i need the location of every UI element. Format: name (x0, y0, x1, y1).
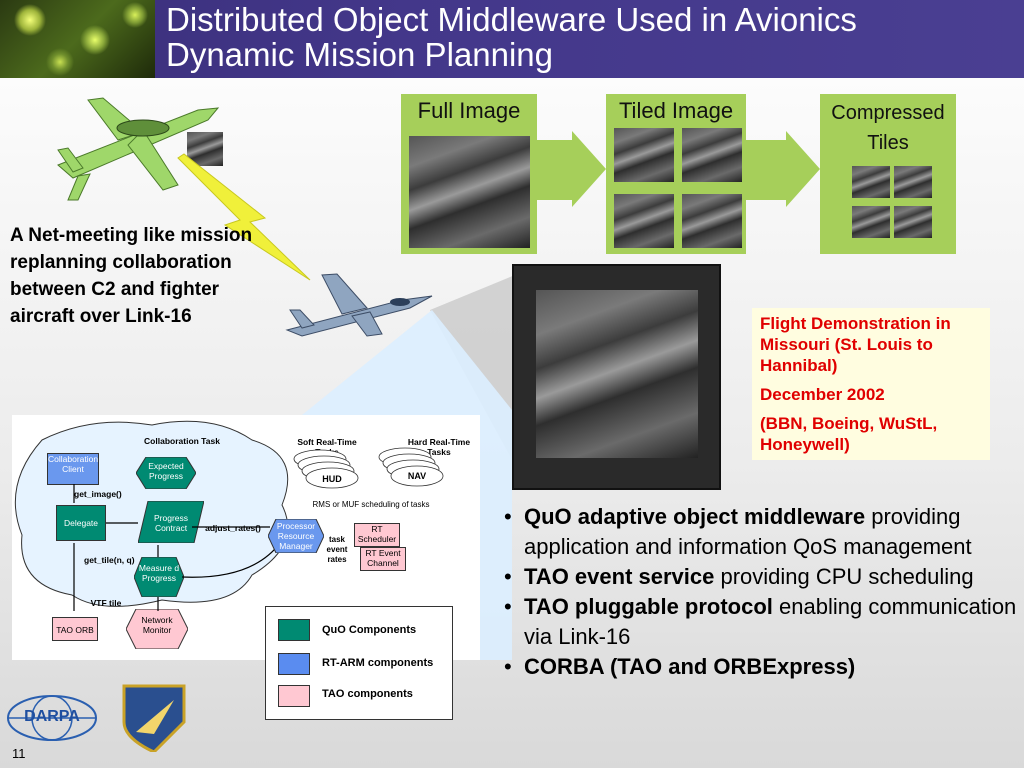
bullet-item: TAO event service providing CPU scheduli… (502, 562, 1017, 592)
slide-title: Distributed Object Middleware Used in Av… (166, 2, 1016, 72)
tao-orb-box: TAO ORB (52, 617, 98, 641)
slide-title-line1: Distributed Object Middleware Used in Av… (166, 1, 857, 38)
flight-box-line2: December 2002 (760, 385, 885, 404)
tile-3 (614, 194, 674, 248)
bullet-text: providing application and information Qo… (524, 504, 972, 559)
full-image-photo (409, 136, 530, 248)
cockpit-display (512, 264, 721, 490)
full-image-label: Full Image (417, 98, 521, 123)
arrow-right-icon-2 (786, 131, 820, 207)
bullet-bold: QuO adaptive object middleware (524, 504, 866, 529)
legend: QuO Components RT-ARM components TAO com… (265, 606, 453, 720)
bullet-item: QuO adaptive object middleware providing… (502, 502, 1017, 562)
vtf-tile-label: VTF tile (90, 598, 122, 608)
title-bar (0, 0, 1024, 78)
network-monitor-label: Network Monitor (141, 615, 173, 635)
full-image-panel: Full Image (401, 94, 537, 254)
measured-progress-shape (134, 557, 184, 597)
legend-swatch-quo (278, 619, 310, 641)
nav-label: NAV (407, 471, 427, 481)
link16-lightning-icon (177, 153, 311, 281)
hud-label: HUD (322, 474, 342, 484)
compressed-tiles-panel: Compressed Tiles (820, 94, 956, 254)
hard-rt-label: Hard Real-Time Tasks (407, 437, 471, 457)
flight-demonstration-box: Flight Demonstration in Missouri (St. Lo… (752, 308, 990, 460)
bullet-item: TAO pluggable protocol enabling communic… (502, 592, 1017, 652)
expected-progress-shape (136, 457, 196, 489)
task-event-rates-label: task event rates (326, 535, 348, 564)
processor-rm-label: Processor Resource Manager (276, 521, 316, 551)
processor-rm-shape (268, 519, 324, 553)
compressed-tile-3 (852, 206, 890, 238)
rt-event-channel-box: RT Event Channel (360, 547, 406, 571)
arrow-right-icon-1 (572, 131, 606, 207)
fighter-aircraft-image (285, 273, 433, 337)
bullet-bold: CORBA (TAO and ORBExpress) (524, 654, 856, 679)
delegate-box: Delegate (56, 505, 106, 541)
bullet-list: QuO adaptive object middleware providing… (502, 502, 1017, 682)
network-monitor-shape (126, 609, 188, 649)
legend-label-tao: TAO components (322, 688, 413, 700)
progress-contract-label: Progress Contract (153, 513, 188, 533)
get-image-label: get_image() (74, 489, 122, 499)
bullet-text: enabling communication via Link-16 (524, 594, 1017, 649)
compressed-label-line1: Compressed (831, 102, 945, 124)
bullet-bold: TAO pluggable protocol (524, 594, 773, 619)
page-number: 11 (12, 746, 26, 761)
legend-swatch-rtarm (278, 653, 310, 675)
awacs-thumbnail-image (187, 132, 223, 166)
legend-label-rtarm: RT-ARM components (322, 657, 434, 669)
expected-progress-label: Expected Progress (148, 461, 184, 481)
flight-box-line3: (BBN, Boeing, WuStL, Honeywell) (760, 414, 938, 454)
compressed-tiles-label: Compressed Tiles (820, 98, 956, 158)
awacs-aircraft-image (57, 97, 220, 201)
lead-text: A Net-meeting like mission replanning co… (10, 225, 253, 327)
legend-swatch-tao (278, 685, 310, 707)
arrow-stem-1 (536, 140, 572, 200)
cockpit-display-screen (536, 290, 698, 458)
title-decorative-image (0, 0, 155, 78)
collaboration-client-box: Collaboration Client (47, 453, 99, 485)
legend-label-quo: QuO Components (322, 624, 417, 636)
diagram-arrows (73, 484, 281, 611)
compressed-tile-4 (894, 206, 932, 238)
compressed-tile-2 (894, 166, 932, 198)
rt-scheduler-box: RT Scheduler (354, 523, 400, 547)
collaboration-task-label: Collaboration Task (144, 436, 220, 446)
compressed-tile-1 (852, 166, 890, 198)
rms-muf-label: RMS or MUF scheduling of tasks (312, 500, 430, 509)
get-tile-label: get_tile(n, q) (84, 555, 135, 565)
task-clouds (293, 447, 444, 489)
tiled-image-panel: Tiled Image (606, 94, 746, 254)
compressed-label-line2: Tiles (867, 132, 909, 154)
bullet-bold: TAO event service (524, 564, 715, 589)
tile-4 (682, 194, 742, 248)
progress-contract-shape (138, 501, 204, 543)
adjust-rates-label: adjust_rates() (205, 523, 261, 533)
afrl-shield-logo (122, 684, 186, 752)
tiled-image-label: Tiled Image (618, 98, 734, 123)
darpa-logo-text: DARPA (24, 708, 80, 725)
measured-progress-label: Measure d Progress (138, 563, 180, 583)
bullet-text: providing CPU scheduling (714, 564, 974, 589)
arrow-stem-2 (746, 140, 786, 200)
tile-1 (614, 128, 674, 182)
flight-box-line1: Flight Demonstration in Missouri (St. Lo… (760, 314, 951, 375)
tile-2 (682, 128, 742, 182)
darpa-logo (7, 695, 97, 741)
bullet-item: CORBA (TAO and ORBExpress) (502, 652, 1017, 682)
slide-title-line2: Dynamic Mission Planning (166, 36, 553, 73)
